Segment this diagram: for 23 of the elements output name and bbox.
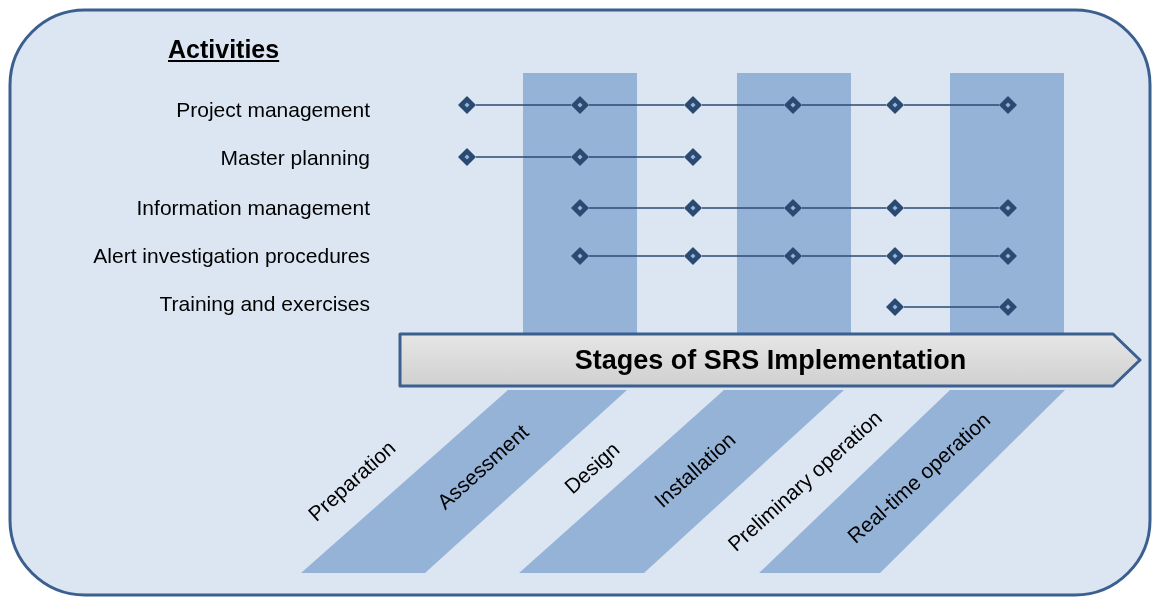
connector-line <box>903 255 1000 257</box>
connector-line <box>588 207 685 209</box>
connector-line <box>801 255 887 257</box>
connector-line <box>903 306 1000 308</box>
connector-line <box>903 104 1000 106</box>
connector-line <box>701 255 785 257</box>
activity-label: Alert investigation procedures <box>93 244 370 268</box>
connector-line <box>475 156 572 158</box>
connector-line <box>475 104 572 106</box>
connector-line <box>701 207 785 209</box>
connector-line <box>588 255 685 257</box>
connector-line <box>903 207 1000 209</box>
activity-label: Information management <box>136 196 370 220</box>
connector-line <box>588 156 685 158</box>
connector-line <box>801 207 887 209</box>
connector-line <box>588 104 685 106</box>
activity-label: Project management <box>176 98 370 122</box>
column-heading: Activities <box>168 35 280 64</box>
connector-line <box>701 104 785 106</box>
connector-line <box>801 104 887 106</box>
activity-label: Training and exercises <box>159 292 370 316</box>
stage-arrow-title: Stages of SRS Implementation <box>574 344 967 376</box>
activity-label: Master planning <box>220 146 370 170</box>
